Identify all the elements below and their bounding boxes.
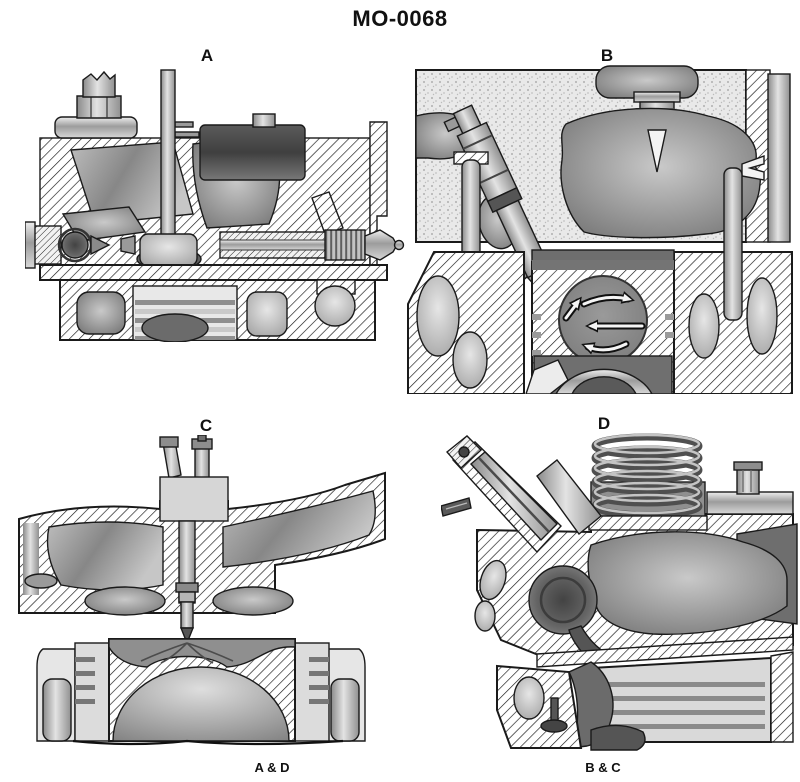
swirl-arrow-3 [585,319,646,333]
cylinder-block-a [59,279,376,342]
side-plug-d [706,461,794,515]
caption-group-bc: B & C [585,760,621,775]
chamber-notch-b [741,155,765,181]
pushrod-d [536,459,602,536]
intake-port-left-c [46,521,164,591]
water-jacket-cavity-b [560,107,761,239]
jacket-blob-d1 [479,559,507,601]
figure-b-cross-section [407,65,793,394]
jacket-blob-d2 [474,600,496,632]
fuel-injector-d [441,435,562,554]
swirl-arrow-4 [581,340,630,355]
fuel-spray-c [140,642,234,664]
block-left-d [496,664,583,749]
figure-d-cross-section [441,433,798,751]
fuel-injector-a [219,191,405,261]
main-port-d [587,531,788,635]
intake-port-right-c [222,490,376,568]
cylinder-block-right-b [673,167,793,394]
fuel-injector-c [159,435,229,645]
swirl-arrows-b [562,291,646,355]
swirl-arrow-2 [580,291,635,308]
piston-d [568,651,794,749]
energy-cell-a [25,221,136,269]
valve-pocket-left-c [84,586,166,616]
ring-grooves-c [75,657,329,704]
caption-group-ad: A & D [254,760,290,775]
head-hole-c [24,573,58,589]
plug-slot-b [647,129,667,173]
figure-d-label: D [597,414,611,433]
swirl-chamber-d [528,565,609,663]
figure-a-cross-section [25,69,405,342]
piston-c [36,638,366,746]
piston-crown-bowl-c [108,638,296,668]
cylinder-liner-a [199,113,306,181]
head-gasket-deck-a [39,264,388,281]
valve-pocket-right-c [212,586,294,616]
stud-and-nut-a [54,70,138,139]
bottom-boss-d [590,724,646,751]
valve-spring-d [588,433,708,531]
deck-d [536,636,794,668]
figure-b-label: B [600,46,614,65]
figure-c-cross-section [18,435,386,746]
figure-a-label: A [200,46,214,65]
cylinder-block-left-b [407,251,525,394]
connecting-rod-b [525,355,673,394]
piston-dome-c [112,666,290,742]
figure-c-label: C [199,416,213,435]
page-title: MO-0068 [352,6,448,31]
swirl-arrow-1 [562,296,582,322]
